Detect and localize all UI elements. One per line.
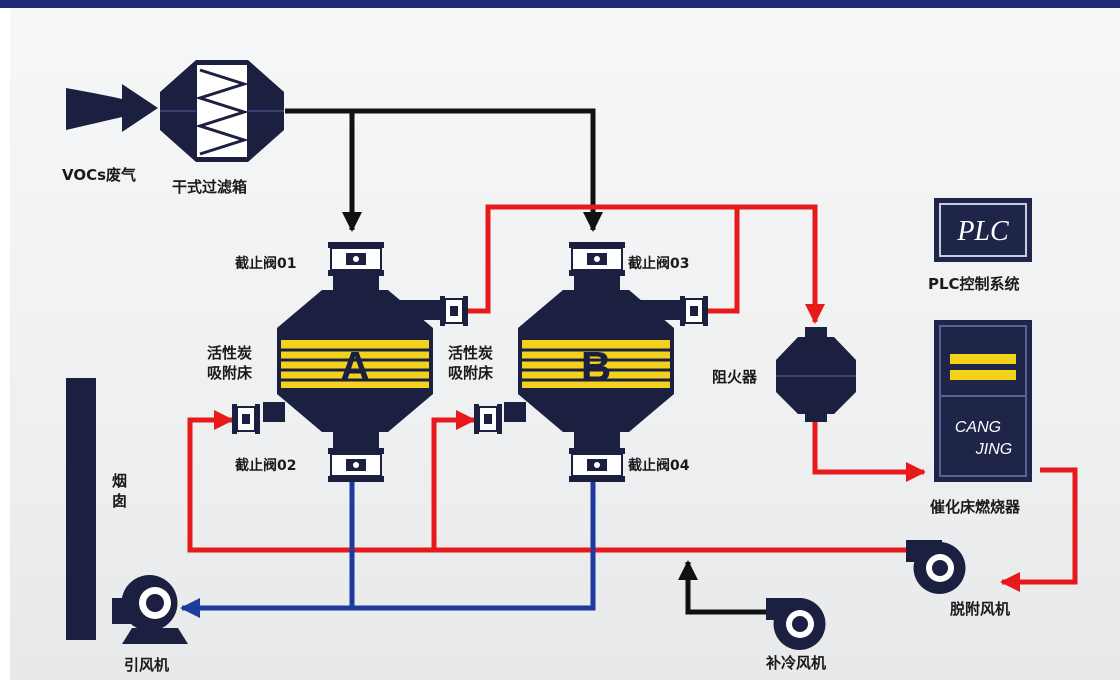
adsorber-bed-a <box>263 268 443 454</box>
catalytic-burner-label: 催化床燃烧器 <box>930 498 1021 516</box>
induced-fan-icon <box>112 575 188 644</box>
side-valve-b-outlet-icon <box>680 296 708 326</box>
valve-03-label: 截止阀03 <box>628 255 689 272</box>
flame-arrester-icon <box>776 327 856 422</box>
dry-filter-box-icon <box>160 60 284 162</box>
adsorber-a-label-line2: 吸附床 <box>207 364 253 382</box>
side-valve-b-inlet-icon <box>474 404 502 434</box>
clean-gas-pipe-lines <box>180 480 596 618</box>
left-margin <box>0 8 10 680</box>
vocs-inlet-arrow-icon <box>66 84 158 132</box>
bed-a-letter: A <box>340 343 370 390</box>
adsorber-bed-b <box>504 268 684 454</box>
filter-to-bed-b-pipe <box>352 108 603 232</box>
valve-01-icon <box>328 242 384 276</box>
desorption-pipe-lines <box>187 204 1078 592</box>
inlet-pipe-lines <box>285 108 770 615</box>
dry-filter-label: 干式过滤箱 <box>172 178 247 196</box>
brand-text-line2: JING <box>975 441 1012 458</box>
desorption-return-header <box>187 410 912 553</box>
valve-03-icon <box>569 242 625 276</box>
valve-04-icon <box>569 448 625 482</box>
desorption-fan-icon <box>906 540 966 594</box>
adsorber-a-label-line1: 活性炭 <box>207 344 252 362</box>
plc-system-label: PLC控制系统 <box>928 275 1020 293</box>
cooling-fan-outlet-pipe <box>678 560 770 615</box>
burner-to-desorption-fan-pipe <box>1000 467 1078 592</box>
valve-01-label: 截止阀01 <box>235 255 296 272</box>
valve-04-label: 截止阀04 <box>628 457 690 474</box>
catalytic-burner-cabinet <box>934 320 1032 482</box>
side-valve-a-inlet-icon <box>232 404 260 434</box>
cooling-fan-icon <box>766 598 826 650</box>
top-border <box>0 0 1120 8</box>
bed-b-outlet-to-header <box>703 207 740 314</box>
bed-b-letter: B <box>581 343 611 390</box>
valve-02-icon <box>328 448 384 482</box>
chimney-stack <box>66 378 96 640</box>
arrester-to-burner-pipe <box>812 420 926 482</box>
flame-arrester-label: 阻火器 <box>712 368 758 386</box>
adsorber-b-label-line1: 活性炭 <box>448 344 493 362</box>
bed-b-clean-outlet-to-fan <box>180 480 596 618</box>
vocs-gas-label: VOCs废气 <box>62 166 136 184</box>
return-to-bed-b-pipe <box>431 410 476 550</box>
cooling-fan-label: 补冷风机 <box>765 654 826 672</box>
adsorber-b-label-line2: 吸附床 <box>448 364 494 382</box>
brand-text-line1: CANG <box>955 419 1001 436</box>
valve-02-label: 截止阀02 <box>235 457 296 474</box>
bed-a-outlet-to-header <box>462 204 825 324</box>
chimney-label-char2: 囱 <box>112 492 127 510</box>
plc-screen-text: PLC <box>956 216 1009 247</box>
side-valve-a-outlet-icon <box>440 296 468 326</box>
plc-box <box>934 198 1032 262</box>
chimney-label-char1: 烟 <box>112 472 127 490</box>
filter-to-bed-a-pipe <box>285 108 362 232</box>
induced-fan-label: 引风机 <box>124 656 169 674</box>
desorption-fan-label: 脱附风机 <box>950 600 1010 618</box>
